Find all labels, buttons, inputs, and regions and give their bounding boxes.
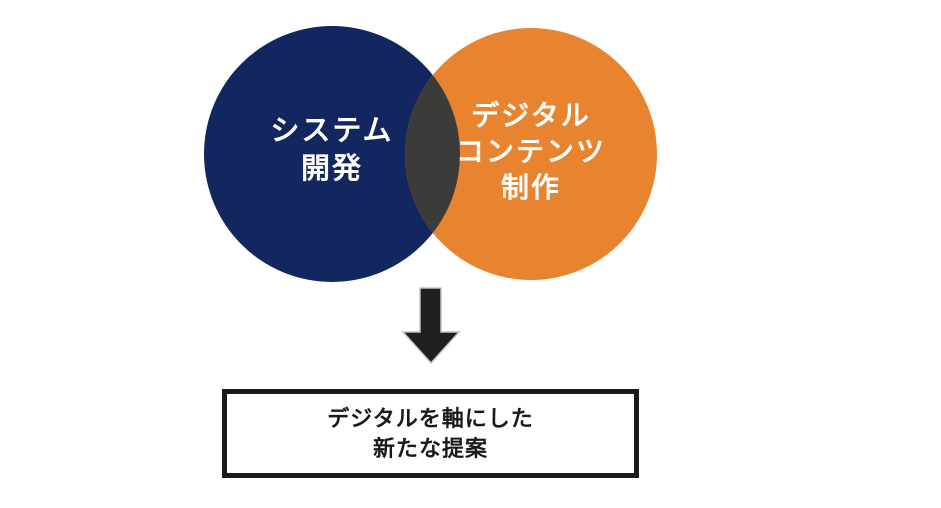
result-box: デジタルを軸にした 新たな提案 bbox=[222, 389, 639, 478]
venn-right-circle bbox=[405, 28, 657, 280]
venn-intersection bbox=[405, 75, 461, 233]
down-arrow-icon bbox=[401, 287, 461, 365]
venn-left-circle bbox=[204, 26, 460, 282]
result-box-label: デジタルを軸にした 新たな提案 bbox=[327, 405, 534, 461]
